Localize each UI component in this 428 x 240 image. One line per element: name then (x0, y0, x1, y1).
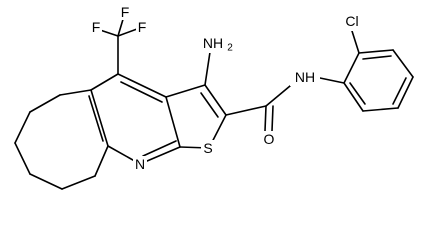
bond-pyr-2 (90, 73, 119, 91)
bond-ph-6b (349, 82, 366, 105)
bond-co (264, 105, 267, 132)
bond-oct-3 (14, 111, 31, 144)
bond-ph-2b (362, 55, 392, 60)
bond-c-nh (265, 85, 291, 107)
bond-ph-6 (343, 82, 364, 112)
bond-pyr-3 (117, 73, 167, 98)
bond-oct-7 (94, 145, 109, 177)
svg-text:F: F (121, 4, 130, 20)
bond-ph-5 (362, 107, 399, 112)
bond-thio-2 (204, 84, 227, 116)
bond-pyr-1b (88, 95, 104, 142)
svg-text:N: N (135, 156, 145, 172)
bond-pyr-4 (165, 96, 181, 148)
bond-ph-2 (358, 49, 394, 54)
atom-labels: F F F NH 2 S N O NH (90, 4, 365, 173)
svg-text:O: O (264, 131, 275, 147)
svg-text:NH: NH (203, 35, 223, 51)
svg-text:2: 2 (227, 43, 233, 54)
bond-amino (204, 51, 211, 86)
bond-ph-4 (397, 76, 414, 109)
bond-thio-2b (200, 92, 219, 118)
svg-text:NH: NH (295, 69, 315, 85)
svg-text:Cl: Cl (345, 13, 358, 29)
atom-amide-nh: NH (290, 69, 320, 86)
bond-pyr-3b (120, 81, 163, 103)
atom-sulfur: S (201, 140, 215, 157)
atom-ring-nitrogen: N (133, 156, 147, 173)
bond-oct-5 (29, 173, 63, 190)
atom-f-top: F (119, 4, 131, 20)
bond-co-b (271, 105, 274, 132)
bond-oct-4 (14, 142, 31, 175)
bond-nh-ph (319, 77, 345, 84)
bond-ph-4b (392, 77, 407, 105)
atom-f-left: F (90, 19, 102, 35)
atom-f-right: F (136, 19, 148, 35)
bond-carbonyl-c (225, 105, 267, 116)
bond-ph-1 (343, 52, 360, 84)
bond-thio-1 (165, 84, 206, 98)
atom-chlorine: Cl (339, 13, 365, 31)
bond-ccl (351, 30, 360, 54)
svg-text:S: S (203, 140, 212, 156)
bond-oct-2 (29, 94, 61, 113)
bond-oct-1 (59, 89, 92, 96)
bond-pyr-1 (90, 89, 109, 147)
bond-ph-3 (392, 49, 414, 78)
bond-cf-right (117, 28, 138, 37)
atom-oxygen: O (262, 131, 276, 148)
svg-text:F: F (138, 19, 147, 35)
atom-amino: NH 2 (201, 35, 233, 54)
molecule-structure-diagram: F F F NH 2 S N O NH (14, 4, 414, 190)
svg-text:F: F (92, 19, 101, 35)
bond-pyr-5b (142, 140, 177, 157)
bond-oct-6 (61, 175, 96, 190)
